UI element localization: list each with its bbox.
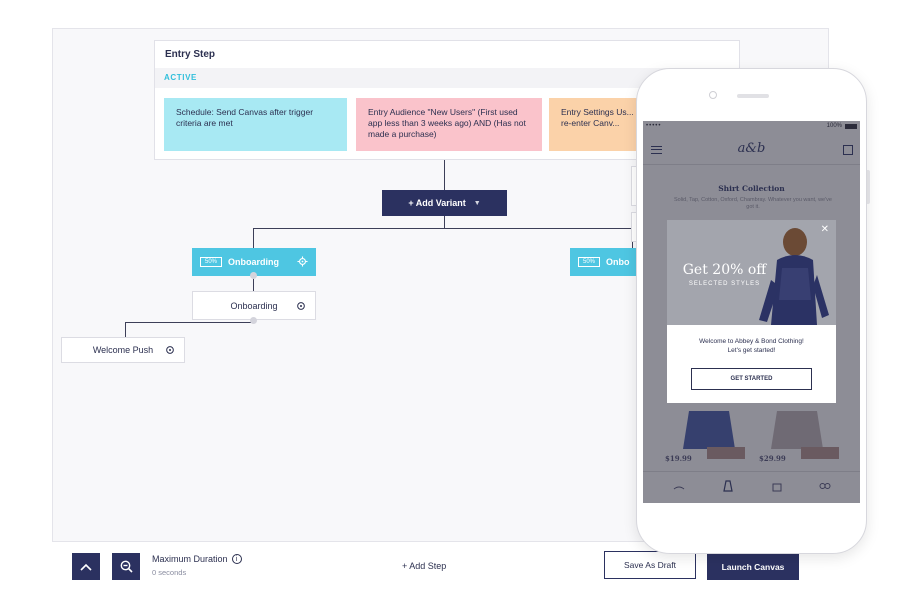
add-variant-button[interactable]: + Add Variant ▼: [382, 190, 507, 216]
chevron-up-icon: [80, 563, 92, 571]
promo-message: Welcome to Abbey & Bond Clothing! Let's …: [667, 337, 836, 355]
add-step-button[interactable]: + Add Step: [402, 561, 447, 571]
zoom-button[interactable]: [112, 553, 140, 580]
bag-icon[interactable]: [771, 480, 783, 492]
criteria-entry-settings[interactable]: Entry Settings Us... re-enter Canv...: [549, 98, 649, 151]
gear-icon[interactable]: [296, 301, 306, 311]
promo-headline: Get 20% off: [682, 262, 767, 278]
phone-screen: ••••• 100% a&b Shirt Collection Solid, T…: [643, 121, 860, 503]
zoom-out-icon: [120, 560, 133, 573]
connector: [125, 322, 126, 337]
phone-mockup: ••••• 100% a&b Shirt Collection Solid, T…: [636, 68, 867, 554]
promo-subheadline: SELECTED STYLES: [688, 281, 761, 287]
connector: [253, 228, 254, 248]
promo-modal: Get 20% off SELECTED STYLES ✕ Welcome to…: [667, 220, 836, 403]
tab-bar: [643, 471, 860, 503]
glasses-icon[interactable]: [819, 480, 831, 492]
phone-speaker: [737, 94, 769, 98]
phone-side-button: [866, 170, 870, 204]
product-image: [771, 411, 823, 449]
variant-header-onboarding[interactable]: 50% Onboarding: [192, 248, 316, 276]
entry-status-bar: ACTIVE: [155, 68, 739, 88]
entry-step-title: Entry Step: [165, 49, 216, 60]
variant-percent: 50%: [200, 257, 223, 267]
criteria-schedule[interactable]: Schedule: Send Canvas after trigger crit…: [164, 98, 347, 151]
product-image: [683, 411, 735, 449]
max-duration-title: Maximum Duration i: [152, 554, 242, 564]
gear-icon[interactable]: [165, 345, 175, 355]
model-illustration: [667, 220, 836, 325]
step-name: Welcome Push: [92, 345, 154, 355]
status-bar: ••••• 100%: [643, 121, 860, 132]
add-variant-label: + Add Variant: [408, 198, 466, 208]
launch-canvas-button[interactable]: Launch Canvas: [707, 553, 799, 580]
battery-icon: [845, 124, 857, 129]
close-icon[interactable]: ✕: [820, 224, 829, 235]
menu-icon[interactable]: [651, 146, 662, 154]
connector: [253, 228, 633, 229]
save-draft-button[interactable]: Save As Draft: [604, 551, 696, 579]
info-icon[interactable]: i: [231, 554, 242, 564]
shopping-bag-icon[interactable]: [843, 145, 853, 155]
max-duration-label: Maximum Duration: [152, 554, 228, 564]
promo-message-line-2: Let's get started!: [727, 347, 776, 354]
chevron-down-icon: ▼: [473, 199, 481, 207]
variant-percent: 50%: [578, 257, 601, 267]
connector: [444, 160, 445, 190]
add-to-bag-button[interactable]: [801, 447, 839, 459]
get-started-button[interactable]: GET STARTED: [691, 368, 812, 390]
promo-image: Get 20% off SELECTED STYLES ✕: [667, 220, 836, 325]
dress-icon[interactable]: [722, 480, 734, 492]
variant-name: Onboarding: [228, 257, 280, 267]
variant-header-onboarding-2[interactable]: 50% Onbo: [570, 248, 638, 276]
step-card-welcome-push[interactable]: Welcome Push: [61, 337, 185, 363]
phone-camera: [709, 91, 717, 99]
step-card-onboarding[interactable]: Onboarding: [192, 291, 316, 320]
promo-message-line-1: Welcome to Abbey & Bond Clothing!: [699, 338, 804, 345]
connector: [125, 322, 254, 323]
collection-subtitle: Solid, Tap, Cotton, Oxford, Chambray. Wh…: [674, 197, 832, 210]
gear-icon[interactable]: [297, 256, 308, 267]
brand-logo: a&b: [737, 141, 766, 156]
collapse-button[interactable]: [72, 553, 100, 580]
variant-name: Onbo: [606, 257, 630, 267]
app-header: a&b: [643, 135, 860, 165]
criteria-entry-audience[interactable]: Entry Audience "New Users" (First used a…: [356, 98, 542, 151]
hat-icon[interactable]: [673, 480, 685, 492]
product-price: $29.99: [759, 454, 786, 463]
entry-status-badge: ACTIVE: [164, 73, 197, 82]
add-to-bag-button[interactable]: [707, 447, 745, 459]
entry-step-card[interactable]: Entry Step ACTIVE Schedule: Send Canvas …: [154, 40, 740, 160]
collection-title: Shirt Collection: [718, 184, 785, 193]
signal-indicator: •••••: [646, 123, 662, 129]
connector: [444, 216, 445, 228]
connector-handle[interactable]: [250, 317, 257, 324]
connector: [253, 276, 254, 291]
step-name: Onboarding: [230, 300, 278, 311]
battery-percent: 100%: [826, 123, 842, 129]
connector-handle[interactable]: [250, 272, 257, 279]
max-duration-value: 0 seconds: [152, 568, 187, 577]
product-price: $19.99: [665, 454, 692, 463]
